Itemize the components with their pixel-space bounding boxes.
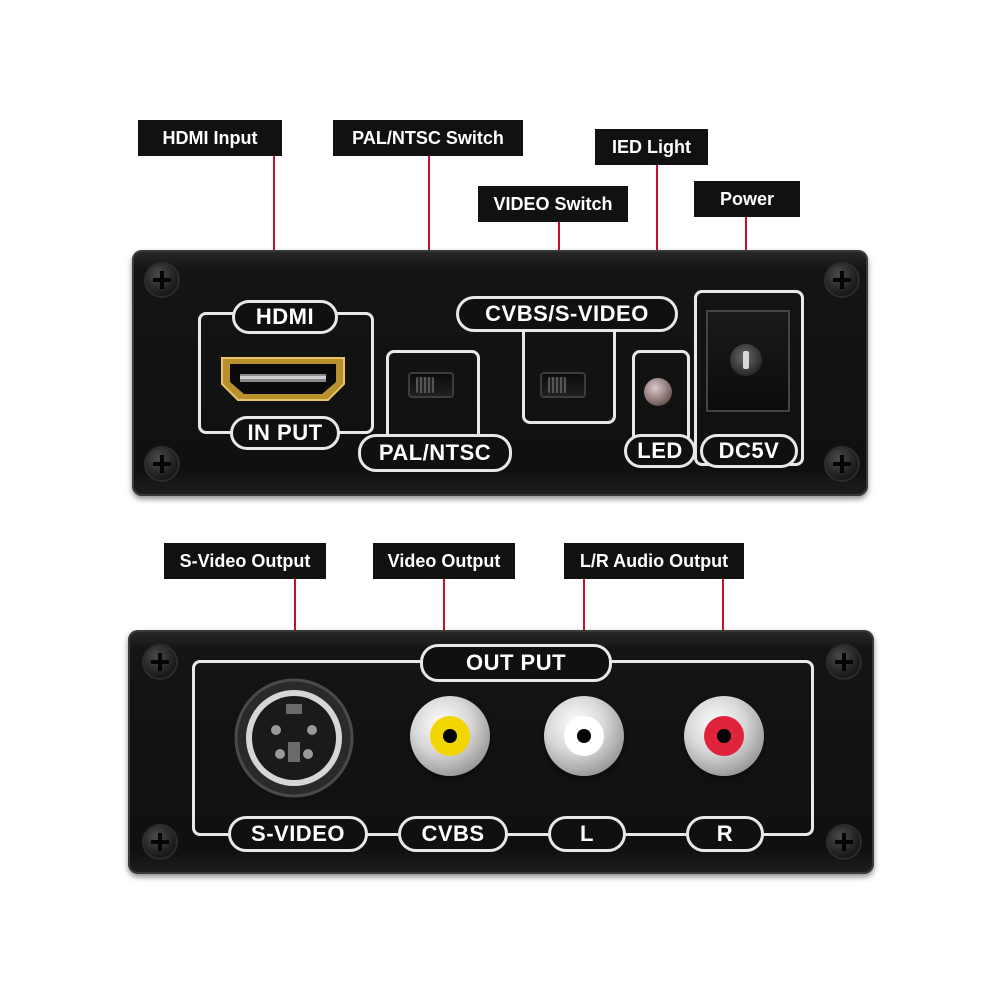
audio-l-rca-jack[interactable]	[544, 696, 624, 776]
callout-svideo-output: S-Video Output	[164, 543, 326, 579]
callout-power: Power	[694, 181, 800, 217]
hdmi-label: HDMI	[232, 300, 338, 334]
pal-ntsc-switch[interactable]	[408, 372, 454, 398]
dc-power-jack[interactable]	[706, 310, 790, 412]
screw-icon	[144, 262, 180, 298]
led-light	[644, 378, 672, 406]
svideo-label: S-VIDEO	[228, 816, 368, 852]
top-device-panel: HDMI IN PUT PAL/NTSC CVBS/S-VIDEO LED DC…	[132, 250, 868, 496]
input-label: IN PUT	[230, 416, 340, 450]
screw-icon	[142, 824, 178, 860]
screw-icon	[826, 824, 862, 860]
screw-icon	[826, 644, 862, 680]
pal-ntsc-label: PAL/NTSC	[358, 434, 512, 472]
led-label: LED	[624, 434, 696, 468]
screw-icon	[824, 262, 860, 298]
cvbs-svideo-label: CVBS/S-VIDEO	[456, 296, 678, 332]
dc5v-label: DC5V	[700, 434, 798, 468]
callout-lr-audio-output: L/R Audio Output	[564, 543, 744, 579]
output-label: OUT PUT	[420, 644, 612, 682]
callout-video-switch: VIDEO Switch	[478, 186, 628, 222]
hdmi-port[interactable]	[218, 354, 348, 404]
callout-video-output: Video Output	[373, 543, 515, 579]
r-label: R	[686, 816, 764, 852]
callout-hdmi-input: HDMI Input	[138, 120, 282, 156]
video-switch[interactable]	[540, 372, 586, 398]
screw-icon	[142, 644, 178, 680]
cvbs-rca-jack[interactable]	[410, 696, 490, 776]
callout-ied-light: IED Light	[595, 129, 708, 165]
bottom-device-panel: OUT PUT S-VIDEO CVBS L R	[128, 630, 874, 874]
cvbs-label: CVBS	[398, 816, 508, 852]
power-jack-pin-icon	[730, 344, 762, 376]
l-label: L	[548, 816, 626, 852]
svideo-port[interactable]	[234, 678, 354, 798]
audio-r-rca-jack[interactable]	[684, 696, 764, 776]
screw-icon	[144, 446, 180, 482]
callout-pal-ntsc-switch: PAL/NTSC Switch	[333, 120, 523, 156]
hdmi-port-icon	[221, 357, 345, 401]
screw-icon	[824, 446, 860, 482]
svideo-port-icon	[234, 678, 354, 798]
